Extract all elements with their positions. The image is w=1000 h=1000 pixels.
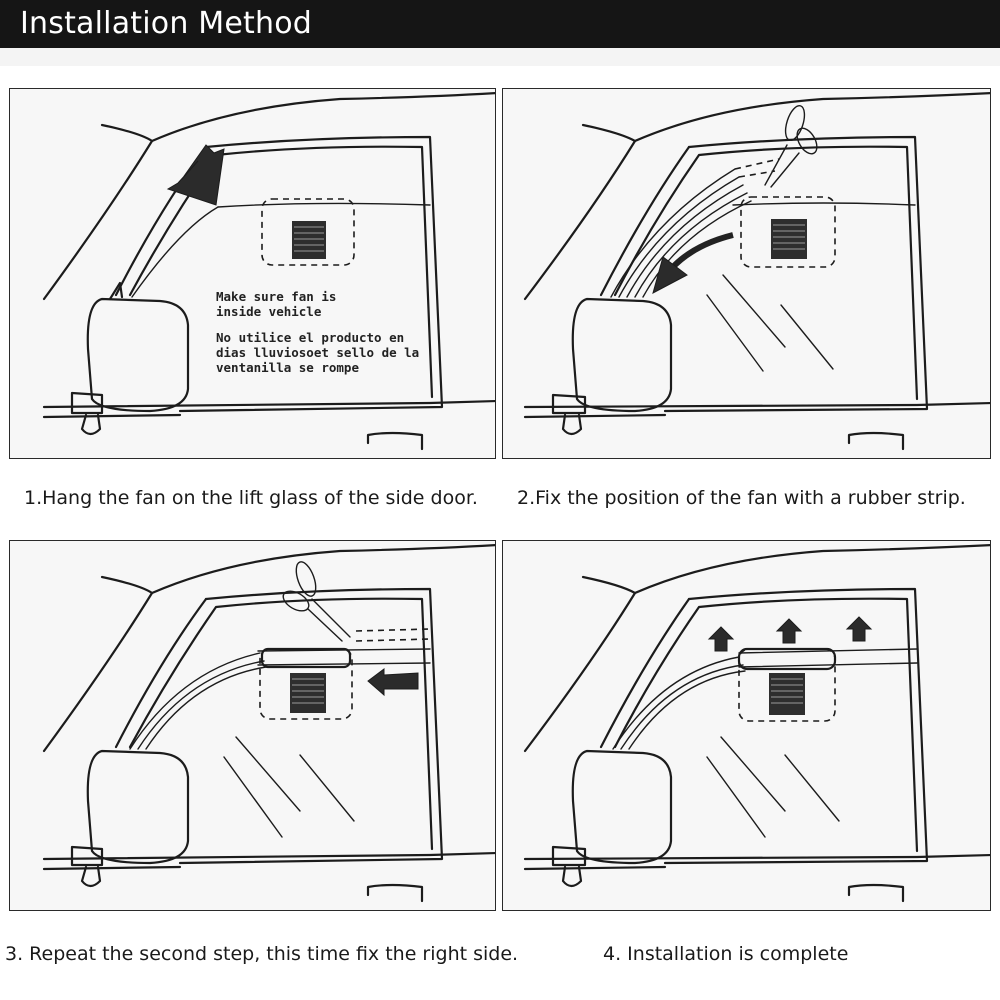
header-bar: Installation Method [0, 0, 1000, 48]
down-left-arrow-icon [166, 144, 225, 206]
page-title: Installation Method [20, 6, 313, 41]
note-es-2: dias lluviosoet sello de la [216, 345, 420, 360]
step-1-caption: 1.Hang the fan on the lift glass of the … [24, 487, 478, 509]
scissors-icon [764, 105, 818, 188]
step-3-caption: 3. Repeat the second step, this time fix… [5, 943, 519, 965]
note-es-3: ventanilla se rompe [216, 360, 359, 375]
note-en-2: inside vehicle [216, 304, 322, 319]
fan-warning-text: Make sure fan is inside vehicle No utili… [216, 289, 419, 375]
left-arrow-icon [367, 668, 419, 697]
step-1-illustration: Make sure fan is inside vehicle No utili… [9, 88, 496, 459]
car-window-drawing [523, 543, 990, 903]
step-4-caption: 4. Installation is complete [603, 943, 849, 965]
note-en-1: Make sure fan is [216, 289, 337, 304]
header-divider [0, 48, 1000, 66]
step-4-illustration [502, 540, 991, 911]
scissors-icon [282, 561, 351, 642]
car-window-drawing [523, 91, 990, 451]
step-3-illustration [9, 540, 496, 911]
curved-arrow-icon [652, 232, 734, 294]
step-2-illustration [502, 88, 991, 459]
note-es-1: No utilice el producto en [216, 330, 405, 345]
car-window-drawing [42, 92, 495, 451]
car-window-drawing [42, 544, 495, 903]
up-arrow-icon [707, 616, 873, 652]
step-2-caption: 2.Fix the position of the fan with a rub… [517, 487, 966, 509]
